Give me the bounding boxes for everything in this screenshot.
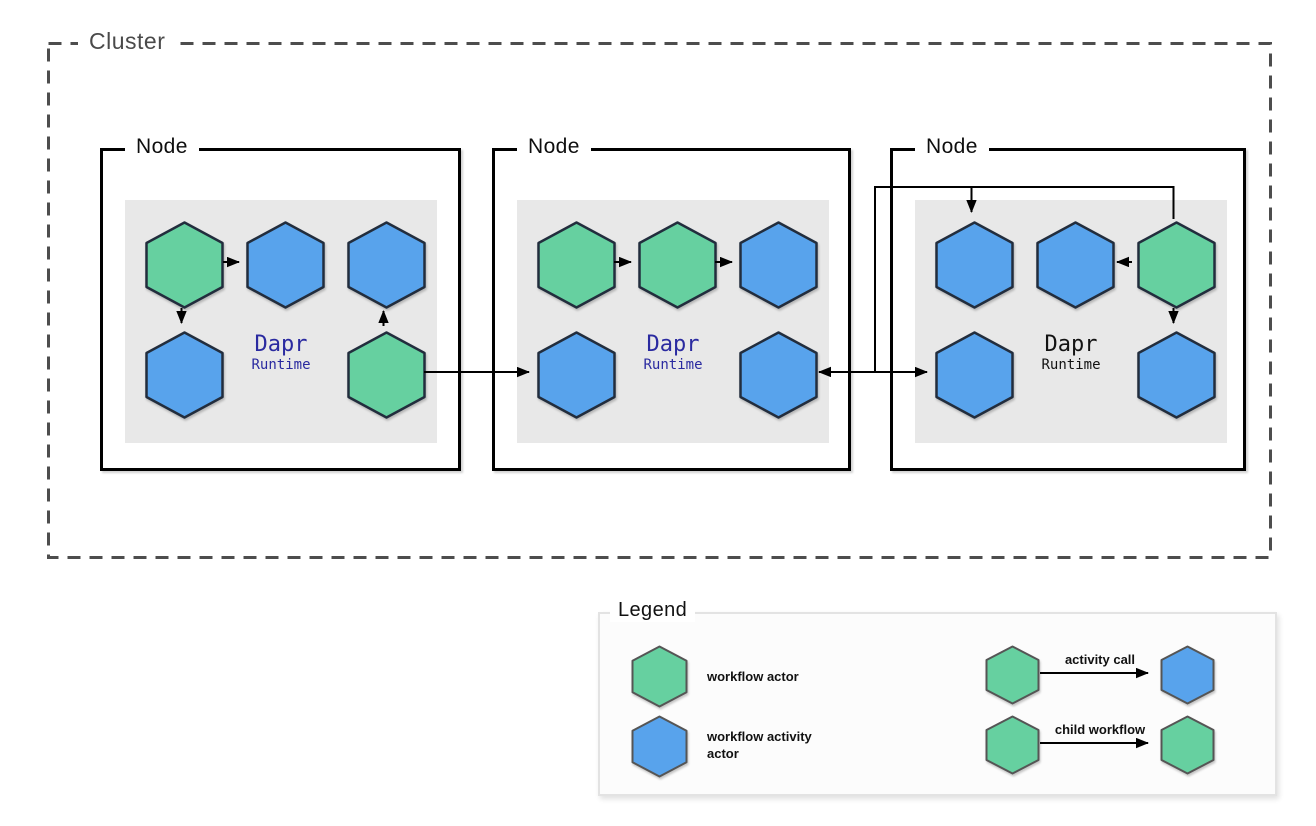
node-box-1: Node Dapr Runtime [100,135,461,471]
node-label: Node [915,135,989,159]
activity-actor-hexagon [145,331,224,419]
workflow-actor-hexagon [631,645,688,708]
workflow-actor-hexagon [537,221,616,309]
node-box-3: Node Dapr Runtime [890,135,1246,471]
dapr-runtime-panel: Dapr Runtime [517,200,829,443]
workflow-actor-hexagon [145,221,224,309]
workflow-actor-hexagon [985,645,1040,705]
legend-item-label: workflow activity actor [707,729,812,761]
runtime-title: Dapr [646,332,700,357]
legend-edge-label: child workflow [1054,722,1146,737]
legend-title: Legend [610,599,696,622]
activity-actor-hexagon [1160,645,1215,705]
legend-item-label: workflow actor [707,669,799,684]
workflow-actor-hexagon [1137,221,1216,309]
activity-actor-hexagon [935,221,1014,309]
runtime-subtitle: Runtime [1041,357,1101,373]
runtime-subtitle: Runtime [643,357,703,373]
legend-box: Legend workflow actor workflow activity … [598,599,1277,796]
activity-actor-hexagon [1036,221,1115,309]
dapr-runtime-panel: Dapr Runtime [125,200,437,443]
dapr-runtime-text: Dapr Runtime [643,332,703,374]
activity-actor-hexagon [537,331,616,419]
cluster-label: Cluster [78,28,177,55]
runtime-title: Dapr [254,332,308,357]
dapr-runtime-text: Dapr Runtime [251,332,311,374]
legend-edge-label: activity call [1064,652,1136,667]
workflow-actor-hexagon [638,221,717,309]
activity-actor-hexagon [246,221,325,309]
node-label: Node [125,135,199,159]
runtime-subtitle: Runtime [251,357,311,373]
activity-actor-hexagon [739,221,818,309]
workflow-actor-hexagon [1160,715,1215,775]
activity-actor-hexagon [347,221,426,309]
activity-actor-hexagon [631,715,688,778]
dapr-runtime-text: Dapr Runtime [1041,332,1101,374]
workflow-actor-hexagon [347,331,426,419]
activity-actor-hexagon [935,331,1014,419]
workflow-actor-hexagon [985,715,1040,775]
node-label: Node [517,135,591,159]
runtime-title: Dapr [1044,332,1098,357]
activity-actor-hexagon [1137,331,1216,419]
node-box-2: Node Dapr Runtime [492,135,851,471]
activity-actor-hexagon [739,331,818,419]
dapr-runtime-panel: Dapr Runtime [915,200,1227,443]
